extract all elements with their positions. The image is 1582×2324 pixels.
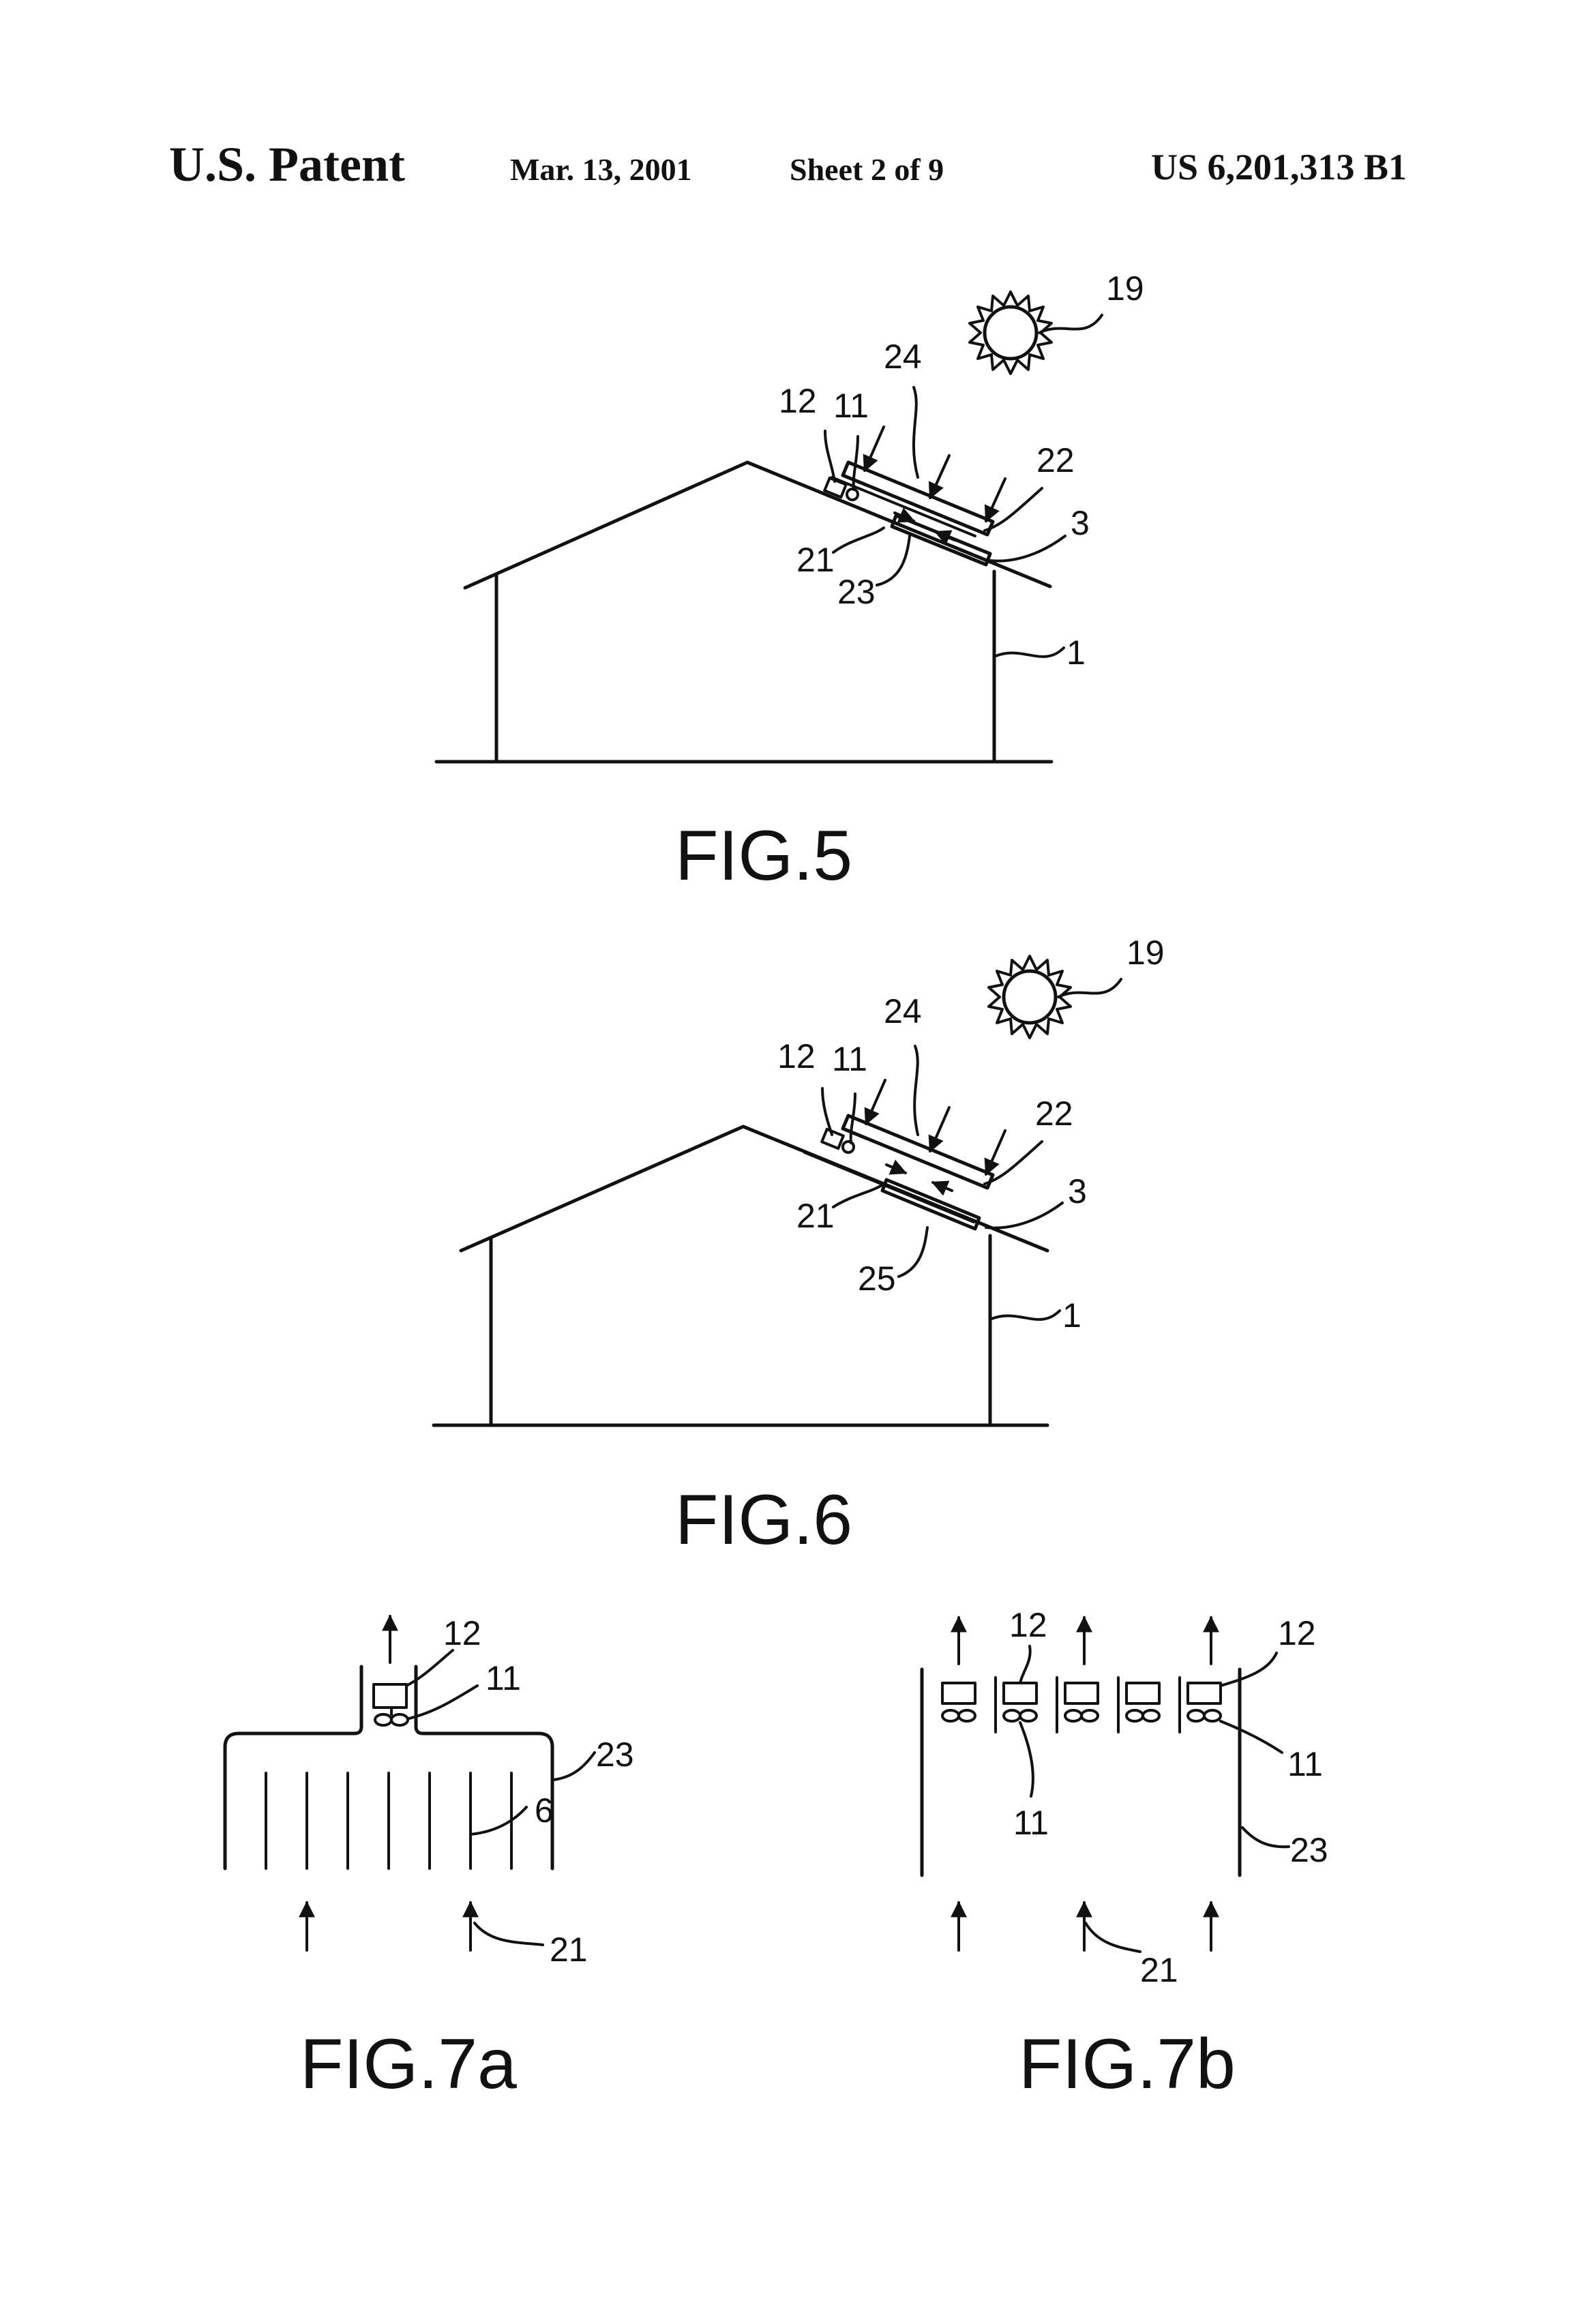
fan-unit bbox=[1188, 1683, 1221, 1721]
fan-unit bbox=[1126, 1683, 1159, 1721]
fan-unit bbox=[1065, 1683, 1098, 1721]
figure-7b-caption: FIG.7b bbox=[1019, 2025, 1236, 2104]
label-12: 12 bbox=[1278, 1614, 1316, 1652]
label-23: 23 bbox=[1290, 1831, 1328, 1869]
label-3: 3 bbox=[1071, 504, 1090, 542]
label-19: 19 bbox=[1126, 934, 1165, 972]
label-6: 6 bbox=[535, 1791, 554, 1830]
label-11: 11 bbox=[833, 387, 869, 425]
label-21: 21 bbox=[550, 1931, 588, 1969]
label-12: 12 bbox=[779, 382, 817, 420]
label-21: 21 bbox=[796, 1197, 835, 1235]
label-11: 11 bbox=[832, 1040, 867, 1078]
absorber-fins bbox=[266, 1773, 511, 1868]
label-22: 22 bbox=[1036, 441, 1075, 479]
figure-6-caption: FIG.6 bbox=[675, 1480, 852, 1560]
label-12: 12 bbox=[777, 1037, 816, 1075]
label-11: 11 bbox=[486, 1659, 521, 1697]
fan-unit bbox=[374, 1684, 408, 1725]
label-19: 19 bbox=[1106, 269, 1144, 308]
leader-lines bbox=[1020, 1646, 1289, 1952]
label-23: 23 bbox=[596, 1735, 634, 1774]
fan-unit bbox=[1004, 1683, 1036, 1721]
figure-5-caption: FIG.5 bbox=[675, 816, 852, 895]
label-23: 23 bbox=[837, 573, 876, 611]
figure-7b: 12 12 11 11 23 21 FIG.7b bbox=[922, 1606, 1328, 2104]
label-12: 12 bbox=[1009, 1606, 1047, 1644]
label-24: 24 bbox=[884, 992, 922, 1030]
label-21: 21 bbox=[1140, 1951, 1178, 1989]
figure-7a-caption: FIG.7a bbox=[300, 2025, 517, 2104]
fan-unit bbox=[942, 1683, 975, 1721]
label-12: 12 bbox=[443, 1614, 481, 1652]
label-25: 25 bbox=[858, 1260, 896, 1298]
label-21: 21 bbox=[796, 541, 835, 579]
label-22: 22 bbox=[1035, 1094, 1073, 1133]
figure-7a: 12 11 23 6 21 FIG.7a bbox=[225, 1614, 634, 2104]
figure-5: 19 24 12 11 22 21 23 3 1 FIG.5 bbox=[436, 269, 1144, 895]
label-3: 3 bbox=[1068, 1172, 1087, 1210]
sunlight-rays bbox=[866, 1080, 1005, 1174]
label-1: 1 bbox=[1066, 634, 1086, 672]
label-1: 1 bbox=[1062, 1296, 1081, 1335]
label-11: 11 bbox=[1013, 1804, 1049, 1842]
sunlight-rays bbox=[865, 427, 1005, 521]
figure-6: 19 24 12 11 22 21 25 3 1 FIG.6 bbox=[434, 934, 1165, 1560]
building-outline bbox=[434, 1127, 1047, 1425]
label-11: 11 bbox=[1287, 1745, 1323, 1783]
label-24: 24 bbox=[884, 338, 922, 376]
